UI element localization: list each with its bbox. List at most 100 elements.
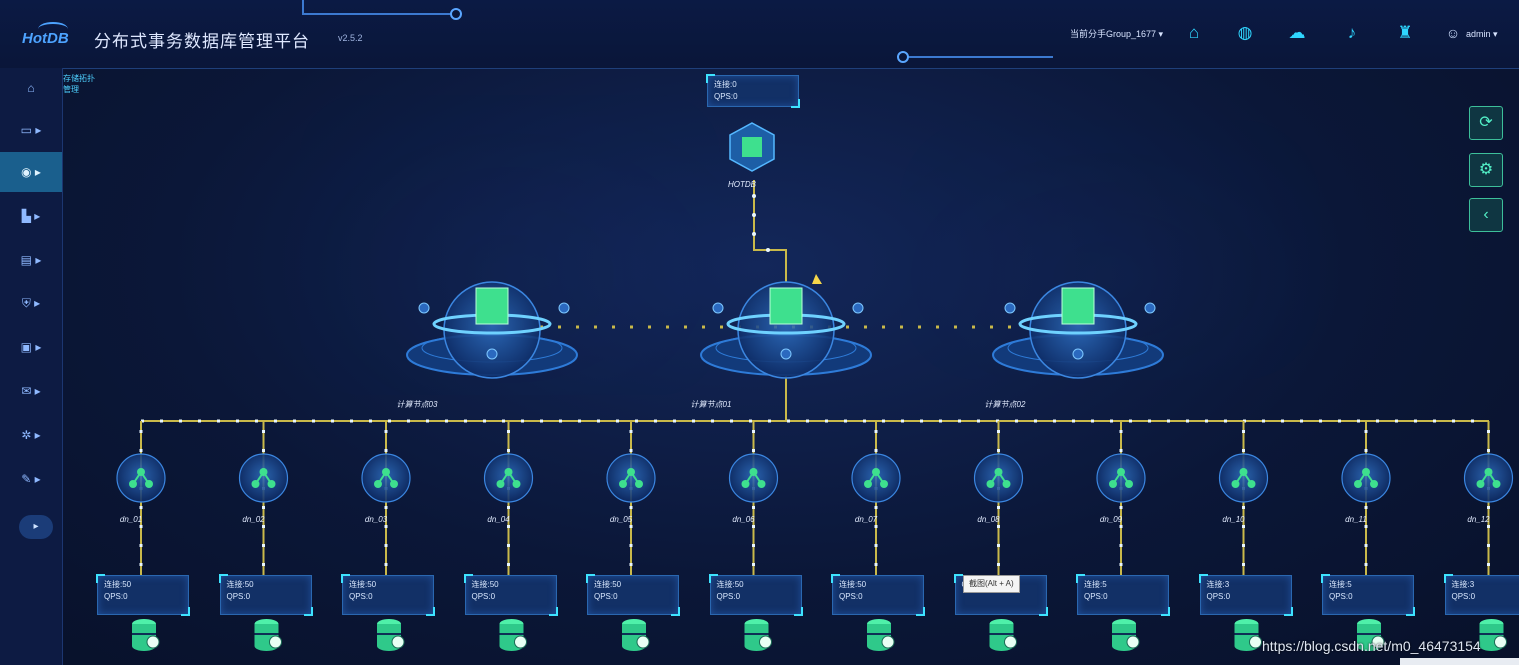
gateway-stats-box[interactable]: 连接:0 QPS:0 xyxy=(706,74,800,108)
database-icon: ▤ ▸ xyxy=(20,253,42,267)
home-icon[interactable]: ⌂ xyxy=(1188,23,1200,42)
database-icon xyxy=(1357,619,1385,651)
data-node-qps: QPS:0 xyxy=(104,592,128,601)
data-node-qps: QPS:0 xyxy=(1206,592,1231,601)
data-node-qps: QPS:0 xyxy=(349,592,373,601)
user-menu[interactable]: admin ▾ xyxy=(1466,29,1498,39)
sidebar: ⌂ ▭ ▸ ◉ ▸ ▙ ▸ ▤ ▸ ⛨ ▸ ▣ ▸ ✉ ▸ ✲ ▸ ✎ ▸ ▸ xyxy=(0,68,63,665)
clipboard-icon: ▣ ▸ xyxy=(20,340,42,354)
data-node-sphere xyxy=(361,453,411,503)
group-selector[interactable]: 当前分手Group_1677 ▾ xyxy=(1070,29,1164,39)
database-icon xyxy=(744,619,772,651)
data-node-qps: QPS:0 xyxy=(716,592,741,601)
data-node-sphere xyxy=(1218,453,1269,503)
data-node-label[interactable]: dn_05 xyxy=(609,515,633,524)
app-version: v2.5.2 xyxy=(338,33,363,43)
data-node-label[interactable]: dn_12 xyxy=(1467,515,1490,524)
bell-icon[interactable]: ♪ xyxy=(1347,23,1357,42)
database-icon xyxy=(1112,619,1140,651)
sidebar-item-monitor[interactable]: ▭ ▸ xyxy=(0,110,62,150)
database-icon xyxy=(377,619,405,651)
database-icon xyxy=(499,619,527,651)
taskbar-strip xyxy=(1400,658,1519,665)
shield-icon: ⛨ ▸ xyxy=(21,296,41,310)
data-node-label[interactable]: dn_06 xyxy=(732,515,755,524)
collapse-panel-button[interactable]: ‹ xyxy=(1469,198,1503,232)
data-node-label[interactable]: dn_03 xyxy=(364,515,388,524)
compute-node-graphic xyxy=(700,274,872,379)
top-header: HotDB 分布式事务数据库管理平台 v2.5.2 当前分手Group_1677… xyxy=(0,0,1519,69)
watermark: https://blog.csdn.net/m0_46473154 xyxy=(1262,638,1481,654)
data-node-label[interactable]: dn_08 xyxy=(977,515,1000,524)
cloud-icon[interactable]: ☁ xyxy=(1288,23,1306,42)
data-node-conn: 连接:5 xyxy=(1084,580,1107,589)
data-node-links xyxy=(139,421,1490,578)
data-node-label[interactable]: dn_07 xyxy=(854,515,878,524)
refresh-button[interactable]: ⟳ xyxy=(1469,106,1503,140)
shirt-icon[interactable]: ♜ xyxy=(1397,23,1413,42)
data-node-label[interactable]: dn_11 xyxy=(1345,515,1367,524)
eye-icon: ◉ ▸ xyxy=(21,165,41,179)
gateway-link xyxy=(753,180,787,282)
data-node-qps: QPS:0 xyxy=(226,592,251,601)
compute-node-graphic xyxy=(992,281,1164,379)
data-node-sphere xyxy=(1096,453,1146,503)
data-node-qps: QPS:0 xyxy=(1329,592,1353,601)
data-node-label[interactable]: dn_01 xyxy=(119,515,143,524)
data-node-qps: QPS:0 xyxy=(1084,592,1108,601)
logo-arc xyxy=(38,22,68,36)
sidebar-item-mail[interactable]: ✉ ▸ xyxy=(0,371,62,411)
compute-node-label[interactable]: 计算节点03 xyxy=(396,400,438,409)
gateway-conn: 连接:0 xyxy=(714,80,737,89)
user-icon[interactable]: ☺ xyxy=(1445,25,1461,41)
header-deco-line xyxy=(302,13,452,15)
sidebar-toggle-button[interactable]: ▸ xyxy=(19,515,53,539)
data-node-sphere xyxy=(1341,453,1391,503)
data-node-qps: QPS:0 xyxy=(839,592,863,601)
data-node-sphere xyxy=(973,453,1024,503)
data-node-conn: 连接:50 xyxy=(471,580,499,589)
sidebar-item-security[interactable]: ⛨ ▸ xyxy=(0,283,62,323)
sidebar-item-database[interactable]: ▤ ▸ xyxy=(0,240,62,280)
database-icon xyxy=(989,619,1017,651)
sidebar-item-home[interactable]: ⌂ xyxy=(0,68,62,108)
data-node-label[interactable]: dn_04 xyxy=(487,515,510,524)
database-icon xyxy=(867,619,895,651)
data-node-qps: QPS:0 xyxy=(471,592,496,601)
data-node-label[interactable]: dn_02 xyxy=(242,515,265,524)
sidebar-item-settings[interactable]: ✲ ▸ xyxy=(0,415,62,455)
sidebar-item-tools[interactable]: ✎ ▸ xyxy=(0,459,62,499)
globe-icon[interactable]: ◍ xyxy=(1237,23,1253,42)
data-node-conn: 连接:5 xyxy=(1329,580,1352,589)
sidebar-item-charts[interactable]: ▙ ▸ xyxy=(0,196,62,236)
header-deco-line xyxy=(905,56,1053,58)
data-node-sphere xyxy=(116,453,166,503)
sidebar-item-topology[interactable]: ◉ ▸ xyxy=(0,152,62,192)
sidebar-item-tasks[interactable]: ▣ ▸ xyxy=(0,327,62,367)
database-icon xyxy=(1479,619,1507,651)
database-icon xyxy=(622,619,650,651)
data-node-qps: QPS:0 xyxy=(1451,592,1476,601)
compute-node-label[interactable]: 计算节点01 xyxy=(690,400,732,409)
data-node-conn: 连接:50 xyxy=(104,580,132,589)
data-node-label[interactable]: dn_10 xyxy=(1222,515,1245,524)
data-node-label[interactable]: dn_09 xyxy=(1099,515,1123,524)
mail-icon: ✉ ▸ xyxy=(21,384,41,398)
settings-button[interactable]: ⚙ xyxy=(1469,153,1503,187)
data-node-sphere xyxy=(238,453,289,503)
gateway-cube-graphic xyxy=(729,122,775,172)
compute-node-label[interactable]: 计算节点02 xyxy=(984,400,1026,409)
